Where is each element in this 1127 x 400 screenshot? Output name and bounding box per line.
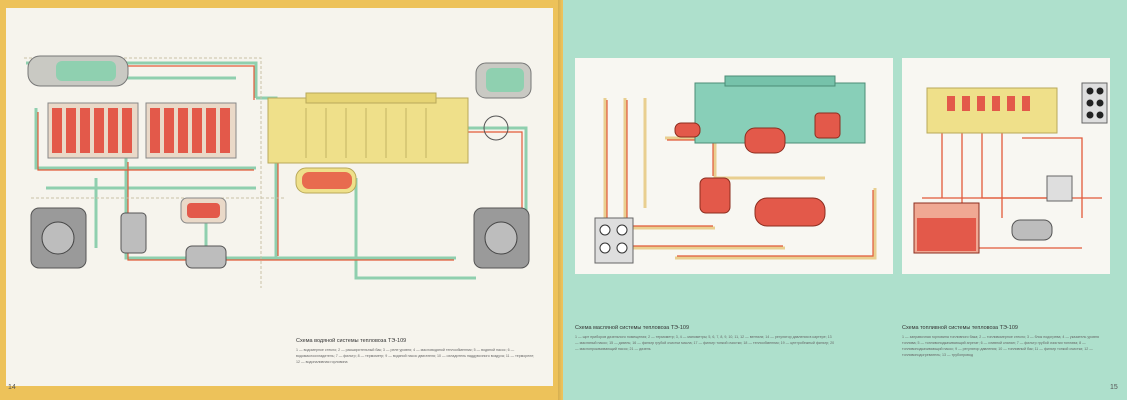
oil-caption-body: 1 — щит приборов дизельного помещения; 2… xyxy=(575,335,835,351)
right-page: Схема масляной системы тепловоза ТЭ-109 … xyxy=(563,0,1127,400)
oil-filter xyxy=(699,177,731,214)
caption-title: Схема водяной системы тепловоза ТЭ-109 xyxy=(296,338,407,344)
oil-system-panel xyxy=(575,58,893,274)
fuel-pump xyxy=(1011,219,1053,241)
fuel-caption-title: Схема топливной системы тепловоза ТЭ-109 xyxy=(902,325,1018,331)
fuel-caption-body: 1 — заправочная горловина топливного бак… xyxy=(902,335,1099,357)
fuel-system-caption: Схема топливной системы тепловоза ТЭ-109… xyxy=(902,325,1112,358)
left-sheet: Схема водяной системы тепловоза ТЭ-109 1… xyxy=(6,8,553,386)
heater-unit xyxy=(180,197,227,224)
water-pipes xyxy=(26,61,528,280)
fuel-filter xyxy=(1046,175,1073,202)
page-number-right: 15 xyxy=(1110,384,1118,391)
fuel-gauge-panel xyxy=(1081,82,1108,124)
oil-tank xyxy=(754,197,826,227)
fuel-engine xyxy=(926,87,1058,134)
filter-unit xyxy=(120,212,147,254)
page-number-left: 14 xyxy=(8,384,16,391)
fuel-system-diagram xyxy=(913,82,1108,254)
water-pump-right xyxy=(473,207,530,269)
water-system-caption: Схема водяной системы тепловоза ТЭ-109 1… xyxy=(296,338,536,365)
fuel-tank xyxy=(913,202,980,254)
oil-engine xyxy=(674,75,866,154)
left-page: Схема водяной системы тепловоза ТЭ-109 1… xyxy=(0,0,563,400)
gauge-panel xyxy=(594,217,634,264)
oil-system-diagram xyxy=(594,75,877,264)
oil-cooler xyxy=(185,245,227,269)
caption-body: 1 — водомерное стекло; 2 — расширительны… xyxy=(296,348,535,364)
oil-system-caption: Схема масляной системы тепловоза ТЭ-109 … xyxy=(575,325,835,352)
water-pump-left xyxy=(30,207,87,269)
oil-caption-title: Схема масляной системы тепловоза ТЭ-109 xyxy=(575,325,690,331)
water-system-diagram xyxy=(24,55,532,288)
diesel-engine xyxy=(267,92,469,194)
fuel-system-panel xyxy=(902,58,1110,274)
thermometer-icon xyxy=(483,115,509,141)
